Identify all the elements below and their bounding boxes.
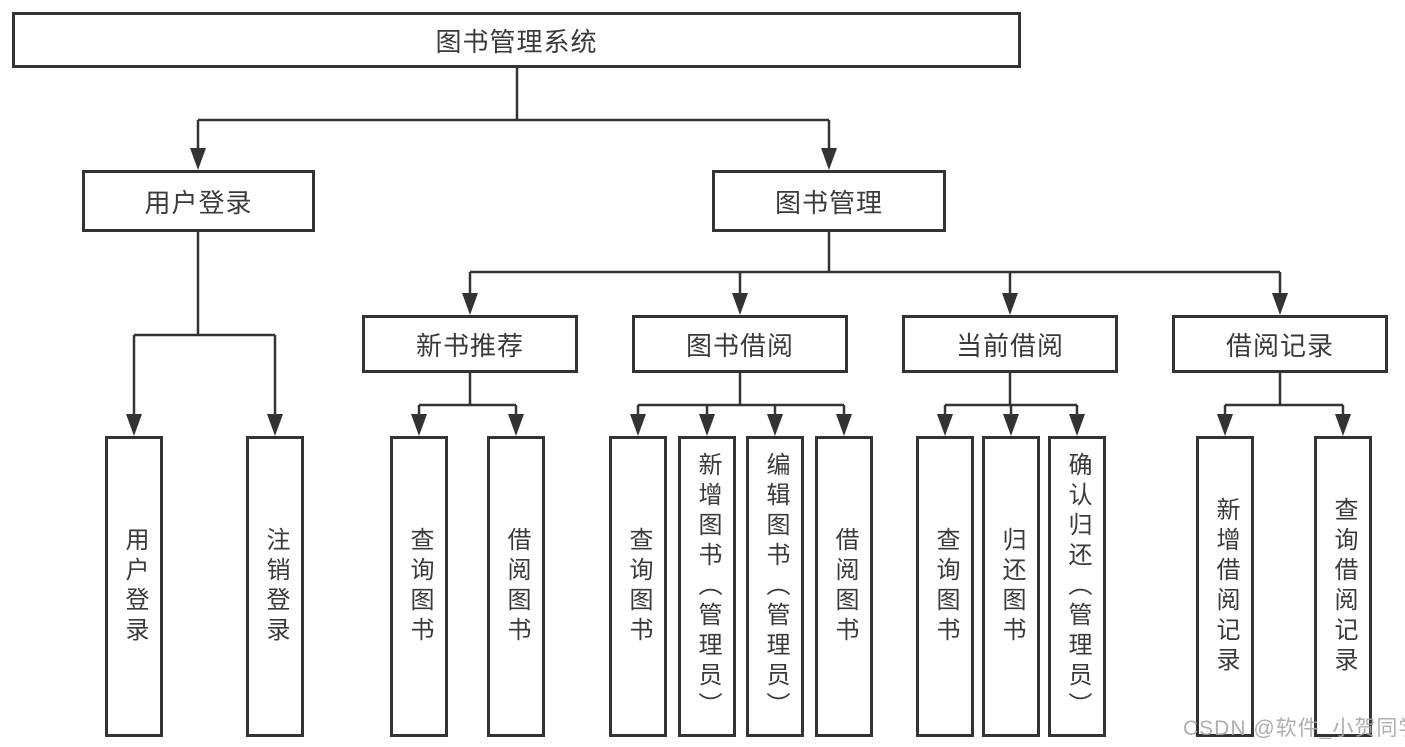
leaf-query-books-recommend: 查询图书 — [390, 436, 448, 737]
node-label: 图书管理 — [774, 187, 883, 218]
leaf-query-books-current: 查询图书 — [916, 436, 974, 737]
leaf-query-books-borrow: 查询图书 — [609, 436, 667, 737]
node-label: 确认归还（管理员） — [1064, 451, 1091, 722]
node-book-borrow: 图书借阅 — [632, 315, 848, 373]
node-label: 归还图书 — [998, 526, 1025, 647]
node-label: 查询图书 — [932, 526, 959, 647]
node-label: 新增图书（管理员） — [694, 451, 721, 722]
node-label: 借阅图书 — [831, 526, 858, 647]
leaf-confirm-return-admin: 确认归还（管理员） — [1048, 436, 1106, 737]
node-borrow-records: 借阅记录 — [1172, 315, 1388, 373]
node-label: 图书管理系统 — [435, 26, 598, 57]
node-label: 借阅记录 — [1225, 330, 1334, 361]
node-label: 图书借阅 — [685, 330, 794, 361]
node-label: 查询图书 — [625, 526, 652, 647]
node-label: 新增借阅记录 — [1212, 496, 1239, 677]
leaf-user-login: 用户登录 — [105, 436, 163, 737]
leaf-return-books: 归还图书 — [982, 436, 1040, 737]
leaf-logout: 注销登录 — [246, 436, 304, 737]
node-new-book-recommend: 新书推荐 — [362, 315, 578, 373]
node-label: 编辑图书（管理员） — [762, 451, 789, 722]
leaf-borrow-books: 借阅图书 — [815, 436, 873, 737]
leaf-edit-books-admin: 编辑图书（管理员） — [746, 436, 804, 737]
node-label: 用户登录 — [121, 526, 148, 647]
leaf-borrow-books-recommend: 借阅图书 — [487, 436, 545, 737]
node-label: 新书推荐 — [415, 330, 524, 361]
csdn-watermark: CSDN @软件_小贺同学 — [1183, 717, 1405, 740]
node-label: 借阅图书 — [503, 526, 530, 647]
leaf-add-books-admin: 新增图书（管理员） — [678, 436, 736, 737]
leaf-query-borrow-record: 查询借阅记录 — [1314, 436, 1372, 737]
node-label: 查询图书 — [406, 526, 433, 647]
node-user-login: 用户登录 — [82, 170, 315, 232]
leaf-add-borrow-record: 新增借阅记录 — [1196, 436, 1254, 737]
node-label: 用户登录 — [144, 187, 253, 218]
node-label: 当前借阅 — [955, 330, 1064, 361]
node-library-management-system: 图书管理系统 — [12, 12, 1021, 68]
node-label: 查询借阅记录 — [1330, 496, 1357, 677]
node-current-borrow: 当前借阅 — [902, 315, 1118, 373]
node-book-management: 图书管理 — [712, 170, 946, 232]
node-label: 注销登录 — [262, 526, 289, 647]
